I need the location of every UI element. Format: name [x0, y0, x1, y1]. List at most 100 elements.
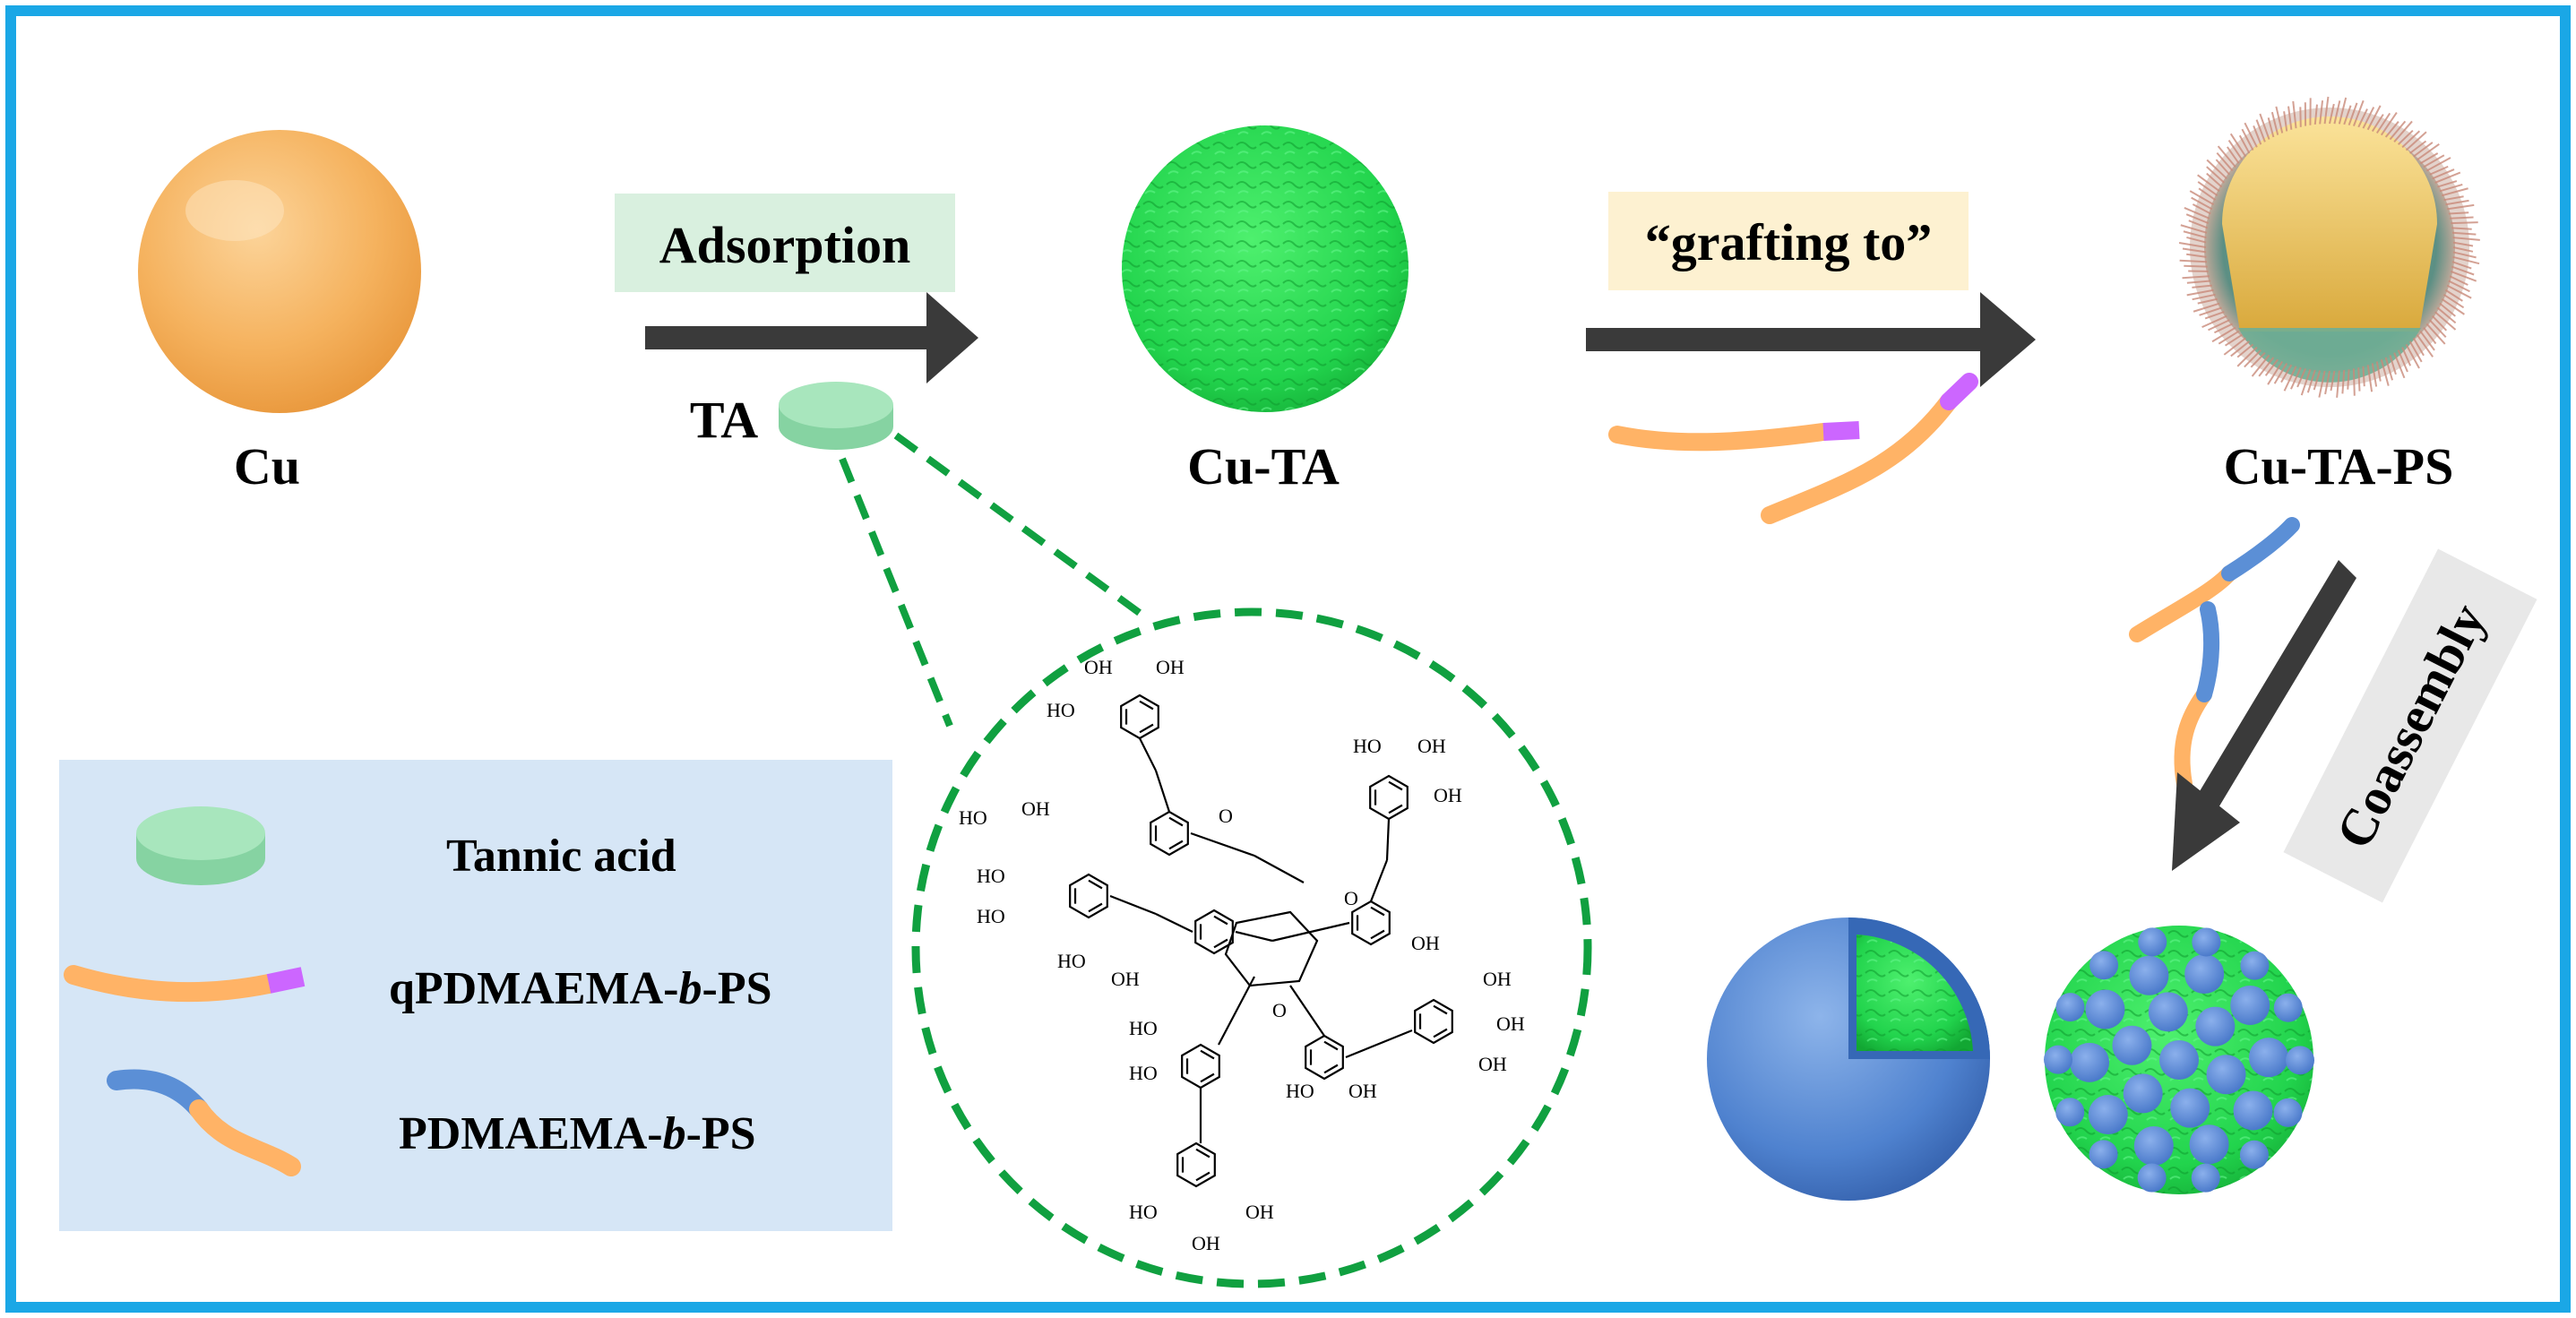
adsorption-arrow — [645, 292, 978, 383]
brush-hair — [2223, 337, 2246, 356]
brush-hair — [2292, 100, 2297, 129]
brush-hair — [2357, 108, 2368, 128]
bond — [1218, 976, 1255, 1046]
micelle-bump — [2085, 989, 2125, 1029]
brush-hair — [2227, 140, 2244, 160]
brush-hair — [2275, 106, 2284, 134]
double-bond — [1433, 1004, 1448, 1015]
brush-hair — [2182, 275, 2210, 280]
cu-ta-particle — [1122, 125, 1409, 412]
brush-hair — [2384, 357, 2393, 381]
atom-label: OH — [1021, 797, 1050, 820]
micelle-bump — [2192, 927, 2221, 957]
brush-hair — [2425, 323, 2446, 345]
double-bond — [1388, 804, 1403, 814]
legend-pdmaema-icon — [107, 1069, 301, 1176]
brush-hair — [2341, 369, 2346, 394]
double-bond — [1168, 816, 1184, 827]
brush-hair — [2338, 97, 2348, 125]
brush-hair — [2244, 349, 2262, 368]
brush-hair — [2313, 370, 2322, 391]
brush-hair — [2180, 224, 2208, 234]
brush-hair — [2417, 143, 2440, 161]
double-bond — [1195, 1171, 1210, 1182]
double-bond — [1323, 1064, 1339, 1074]
benzene-ring — [1176, 1141, 1216, 1188]
brush-hair — [2445, 199, 2469, 206]
benzene-ring — [1305, 1034, 1344, 1081]
brush-hair — [2197, 297, 2218, 305]
brush-hair — [2366, 105, 2382, 131]
micelle-bump — [2206, 1055, 2246, 1095]
brush-hair — [2206, 159, 2227, 180]
brush-hair — [2186, 280, 2211, 284]
brush-hair — [2330, 370, 2336, 392]
adsorption-label-box — [615, 194, 955, 292]
atom-label: HO — [1129, 1017, 1158, 1039]
bond — [1385, 818, 1391, 861]
brush-hair — [2178, 241, 2207, 248]
brush-hair — [2186, 236, 2207, 244]
brush-hair — [2405, 343, 2420, 369]
brush-hair — [2451, 265, 2475, 276]
brush-hair — [2206, 172, 2223, 188]
brush-hair — [2236, 346, 2258, 367]
brush-hair — [2324, 370, 2330, 395]
brush-hair — [2306, 369, 2316, 393]
brush-hair — [2313, 104, 2318, 125]
grafting-label: “grafting to” — [1645, 213, 1933, 271]
brush-hair — [2375, 361, 2382, 382]
brush-hair — [2432, 168, 2455, 180]
brush-hair — [2226, 146, 2240, 164]
cu-ta-label: Cu-TA — [1187, 437, 1340, 495]
micelle-bump — [2191, 1163, 2220, 1193]
brush-hair — [2329, 103, 2335, 125]
brush-hair — [2348, 102, 2358, 126]
atom-label: OH — [1084, 656, 1113, 678]
brush-hair — [2267, 360, 2284, 385]
brush-hair — [2199, 306, 2222, 316]
brush-hair — [2300, 368, 2312, 396]
brush-hair — [2250, 351, 2266, 368]
benzene-ring — [1069, 873, 1108, 919]
brush-hair — [2362, 107, 2375, 129]
atom-label: OH — [1417, 735, 1446, 757]
brush-hair — [2452, 237, 2480, 241]
brush-hair — [2413, 142, 2434, 158]
brush-hair — [2409, 140, 2427, 154]
brush-hair — [2442, 293, 2465, 309]
bond — [1369, 859, 1389, 902]
brush-hair — [2206, 166, 2226, 184]
double-bond — [1139, 700, 1154, 711]
atom-label: OH — [1245, 1201, 1274, 1223]
brush-hair — [2439, 302, 2456, 317]
bond — [1190, 831, 1255, 857]
brush-hair — [2423, 154, 2445, 168]
brush-hair — [2238, 134, 2251, 154]
micelle-bump — [2137, 1163, 2167, 1193]
atom-label: OH — [1192, 1232, 1220, 1254]
bond — [1109, 894, 1157, 916]
bond — [1235, 930, 1273, 943]
legend-tannic-label: Tannic acid — [446, 831, 676, 882]
cu-ta-ps-label: Cu-TA-PS — [2224, 437, 2454, 495]
brush-hair — [2419, 331, 2435, 351]
atom-label: OH — [1411, 932, 1440, 954]
micelle-bump — [2089, 951, 2119, 980]
decorated-particle — [2044, 926, 2314, 1194]
brush-hair — [2287, 106, 2293, 130]
brush-hair — [2393, 352, 2406, 379]
micelle-bump — [2273, 993, 2303, 1022]
brush-hair — [2384, 121, 2399, 138]
brush-hair — [2283, 366, 2297, 392]
brush-hair — [2446, 284, 2472, 299]
micelle-bump — [2230, 985, 2270, 1025]
brush-hair — [2434, 171, 2461, 184]
micelle-bump — [2233, 1090, 2273, 1131]
brush-hair — [2451, 231, 2477, 236]
brush-hair — [2429, 165, 2449, 176]
brush-hair — [2193, 302, 2220, 313]
brush-hair — [2447, 203, 2475, 211]
brush-hair — [2264, 358, 2279, 376]
